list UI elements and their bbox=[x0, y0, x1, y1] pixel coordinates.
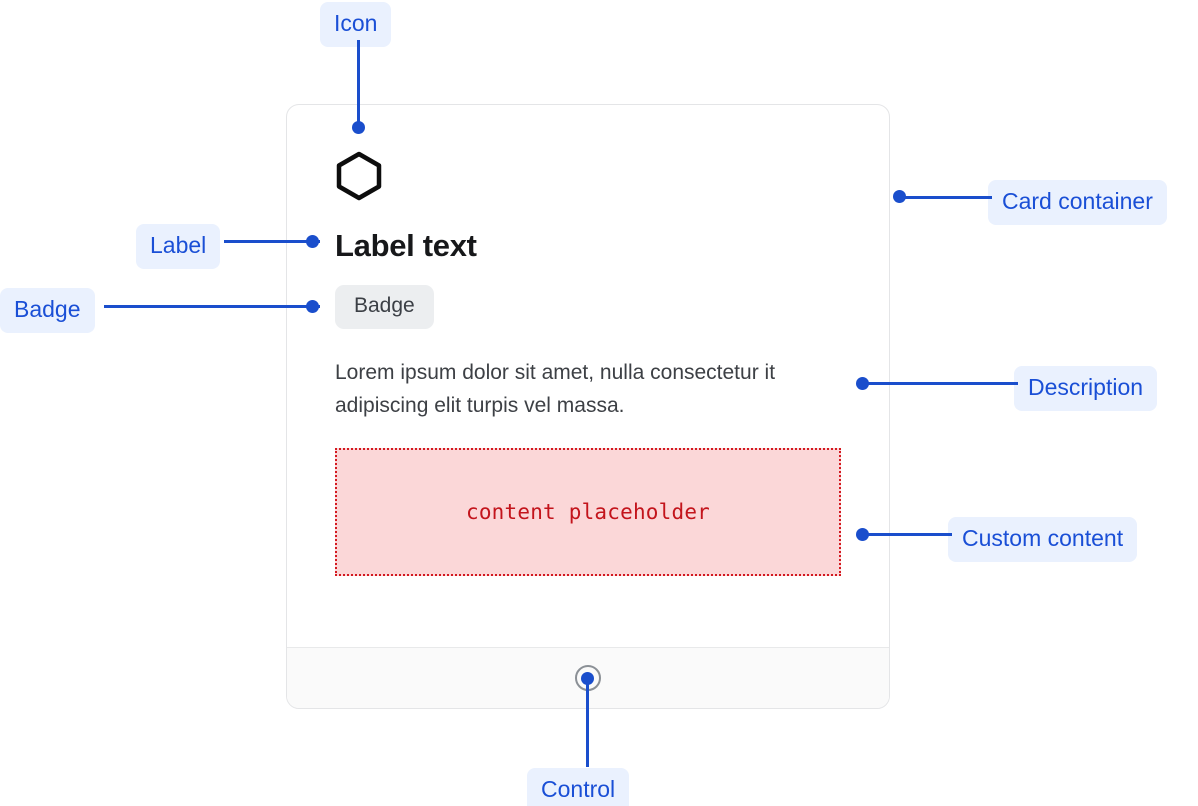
annotation-custom-content: Custom content bbox=[948, 517, 1138, 562]
annotation-card-container: Card container bbox=[988, 180, 1167, 225]
card-container[interactable]: Label text Badge Lorem ipsum dolor sit a… bbox=[286, 104, 890, 709]
leader-dot-badge bbox=[306, 300, 319, 313]
leader-dot-icon bbox=[352, 121, 365, 134]
leader-line-badge bbox=[104, 305, 320, 308]
card-description: Lorem ipsum dolor sit amet, nulla consec… bbox=[335, 361, 776, 417]
status-badge: Badge bbox=[335, 285, 434, 330]
leader-dot-card-container bbox=[893, 190, 906, 203]
annotation-label: Label bbox=[136, 224, 221, 269]
custom-content-slot: content placeholder bbox=[335, 448, 841, 577]
annotation-icon: Icon bbox=[320, 2, 392, 47]
leader-line-custom-content bbox=[866, 533, 952, 536]
annotation-description: Description bbox=[1014, 366, 1158, 411]
leader-dot-description bbox=[856, 377, 869, 390]
hexagon-icon bbox=[336, 151, 382, 201]
leader-line-card-container bbox=[900, 196, 992, 199]
leader-line-label bbox=[224, 240, 320, 243]
leader-line-icon bbox=[357, 40, 360, 128]
leader-dot-control bbox=[581, 672, 594, 685]
leader-dot-label bbox=[306, 235, 319, 248]
annotation-badge: Badge bbox=[0, 288, 95, 333]
leader-line-description bbox=[866, 382, 1018, 385]
custom-content-label: content placeholder bbox=[465, 500, 711, 525]
card-body: Label text Badge Lorem ipsum dolor sit a… bbox=[287, 105, 889, 647]
card-title: Label text bbox=[335, 228, 477, 263]
leader-line-control bbox=[586, 680, 589, 767]
leader-dot-custom-content bbox=[856, 528, 869, 541]
annotation-control: Control bbox=[527, 768, 630, 806]
